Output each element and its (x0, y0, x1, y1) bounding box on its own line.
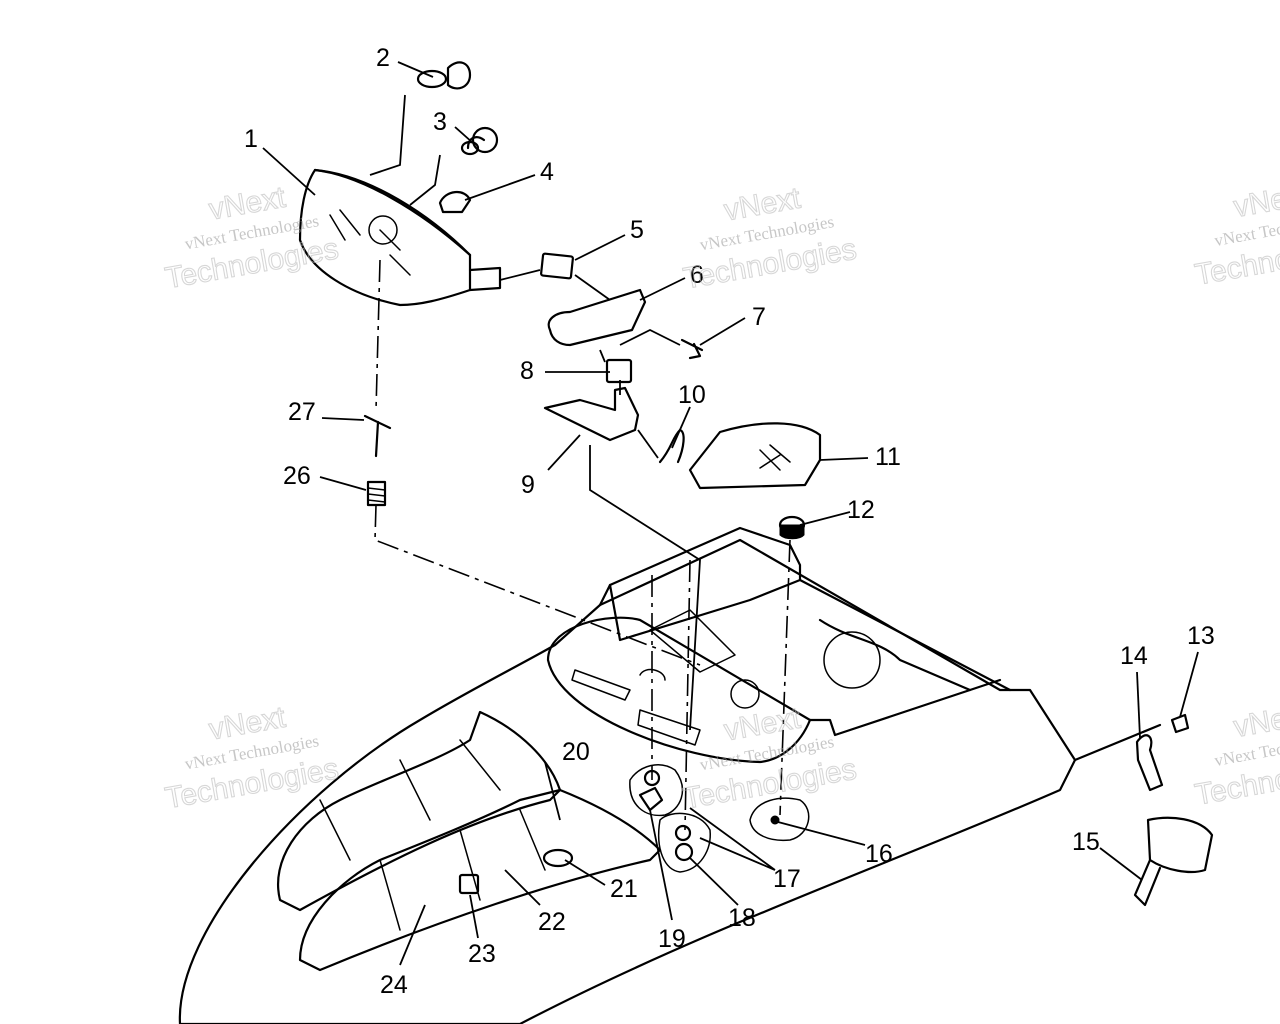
headlight-assembly (298, 168, 502, 307)
callout-3: 3 (433, 108, 447, 136)
gasket-5 (540, 252, 574, 280)
bracket-9 (543, 386, 640, 442)
callout-6: 6 (690, 261, 704, 289)
callout-17: 17 (773, 865, 801, 893)
lens-11 (688, 422, 822, 490)
mirror-15 (1133, 816, 1214, 907)
lens-clip-4 (438, 191, 472, 214)
callout-2: 2 (376, 44, 390, 72)
callout-23: 23 (468, 940, 496, 968)
callout-5: 5 (630, 216, 644, 244)
callout-7: 7 (752, 303, 766, 331)
fastener-16 (770, 815, 780, 825)
watermark-top-right: vNext vNext Technologies Technologies (1192, 178, 1280, 293)
post-19 (638, 786, 664, 812)
switch-23 (458, 873, 480, 895)
callout-11: 11 (875, 443, 901, 471)
pin-27 (363, 414, 392, 458)
callout-21: 21 (610, 875, 638, 903)
callout-10: 10 (678, 381, 706, 409)
nut-8 (605, 358, 633, 384)
callout-8: 8 (520, 357, 534, 385)
cap-21 (542, 848, 574, 868)
callout-12: 12 (847, 496, 875, 524)
callout-19: 19 (658, 925, 686, 953)
callout-leaders (262, 61, 1199, 966)
callout-14: 14 (1120, 642, 1148, 670)
mirror-arm-14 (1135, 734, 1164, 792)
bracket-6 (547, 288, 647, 347)
bulb-2 (416, 61, 472, 90)
spring-26 (366, 480, 387, 507)
callout-16: 16 (865, 840, 893, 868)
assembly-lines (369, 94, 791, 831)
watermark-bottom-left: vNext vNext Technologies Technologies (162, 700, 341, 816)
callout-24: 24 (380, 971, 408, 999)
watermark-bottom-center: vNext vNext Technologies Technologies (680, 701, 859, 816)
callout-18: 18 (728, 904, 756, 932)
callout-27: 27 (288, 398, 316, 426)
callout-numbers: 1 2 3 4 5 6 7 8 9 10 11 12 13 14 15 16 1… (244, 44, 1215, 999)
bulb-3 (460, 126, 499, 156)
clip-10 (658, 428, 685, 464)
watermark-top-center: vNext vNext Technologies Technologies (680, 181, 859, 296)
watermark-brand: vNext (1231, 698, 1280, 744)
callout-22: 22 (538, 908, 566, 936)
cap-13 (1170, 713, 1190, 734)
callout-4: 4 (540, 158, 554, 186)
callout-20: 20 (562, 738, 590, 766)
screw-7 (680, 338, 704, 360)
watermark-top-left: vNext vNext Technologies Technologies (162, 180, 341, 296)
callout-26: 26 (283, 462, 311, 490)
watermark-brand: vNext (1231, 178, 1280, 224)
callout-1: 1 (244, 125, 258, 153)
watermark-bottom-right: vNext vNext Technologies Technologies (1192, 698, 1280, 813)
callout-15: 15 (1072, 828, 1100, 856)
callout-13: 13 (1187, 622, 1215, 650)
callout-9: 9 (521, 471, 535, 499)
grommet-12 (778, 515, 806, 540)
